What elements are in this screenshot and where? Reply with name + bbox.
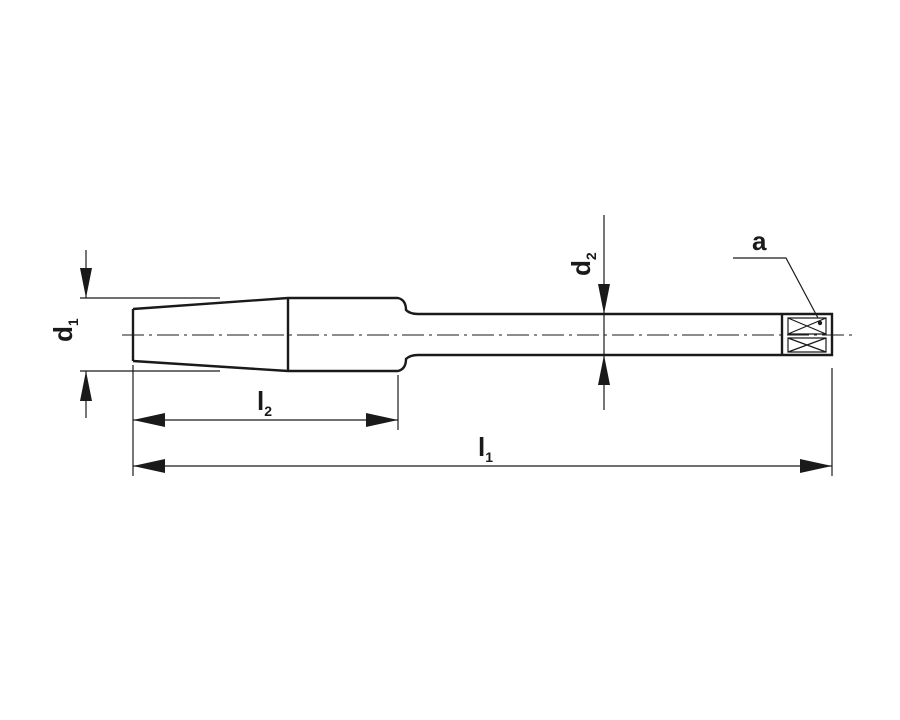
d2-arrow-bottom	[598, 355, 610, 385]
d1-dimension: d1	[48, 250, 92, 418]
l2-arrow-right	[366, 413, 398, 427]
extension-lines	[80, 215, 833, 476]
tool-taper-top	[132, 296, 289, 311]
l1-dimension: l1	[133, 432, 832, 473]
l1-arrow-right	[800, 459, 832, 473]
l2-dimension: l2	[133, 386, 398, 427]
a-label: a	[752, 226, 767, 256]
d1-arrow-top	[80, 268, 92, 298]
l1-arrow-left	[133, 459, 165, 473]
d2-arrow-top	[598, 284, 610, 314]
a-leader-line	[733, 257, 819, 319]
tool-taper-bottom	[132, 359, 289, 373]
l2-arrow-left	[133, 413, 165, 427]
d1-label: d1	[48, 318, 81, 342]
square-cross	[787, 317, 827, 353]
d2-dimension: d2	[566, 252, 610, 385]
l2-label: l2	[257, 386, 272, 419]
d2-label: d2	[566, 252, 599, 276]
a-callout: a	[733, 226, 819, 319]
d1-arrow-bottom	[80, 371, 92, 401]
l1-label: l1	[478, 432, 493, 465]
marking-point	[817, 320, 823, 326]
tool-thread-section	[286, 296, 419, 373]
